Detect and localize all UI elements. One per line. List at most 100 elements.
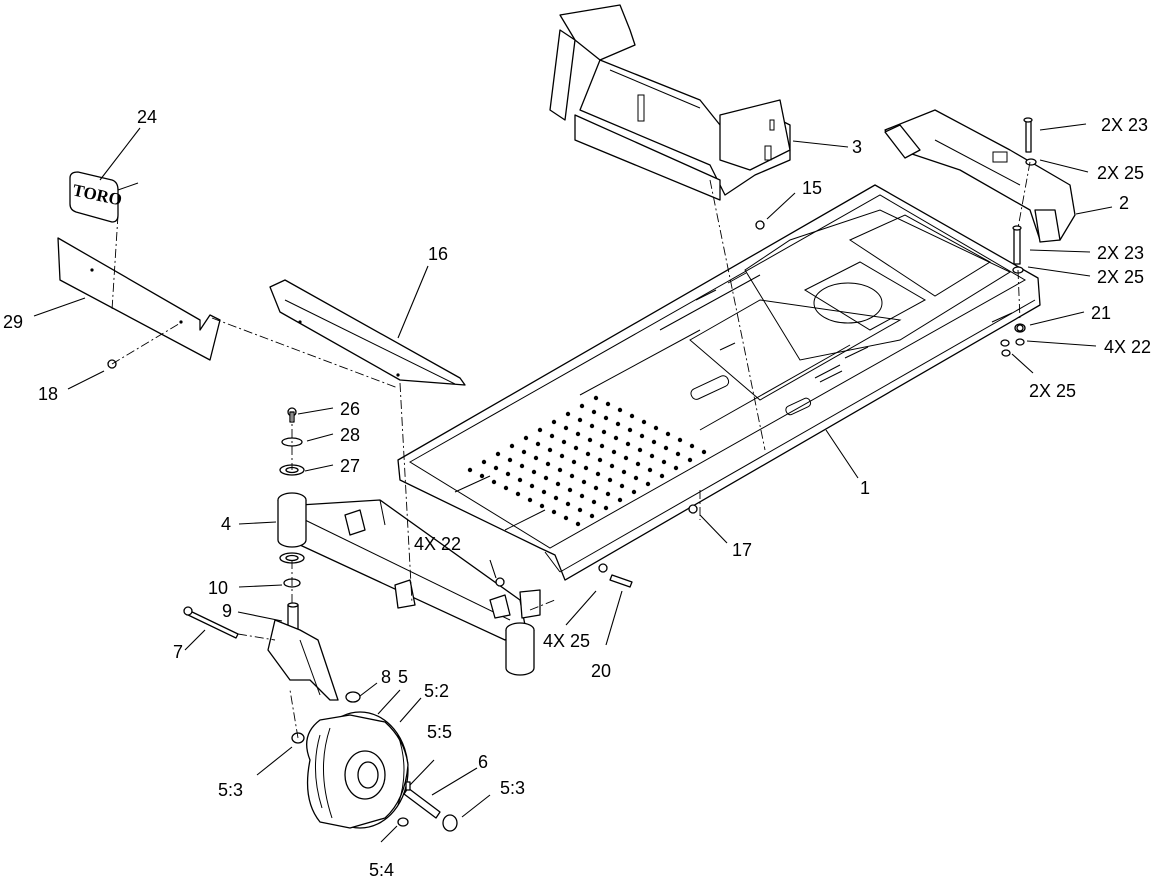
callout-5: 5 bbox=[398, 667, 408, 687]
caster-fork bbox=[183, 602, 361, 703]
floor-hole bbox=[585, 451, 591, 457]
floor-hole bbox=[631, 489, 637, 495]
floor-hole bbox=[533, 455, 539, 461]
floor-hole bbox=[627, 427, 633, 433]
floor-hole bbox=[565, 411, 571, 417]
callout-21: 21 bbox=[1091, 303, 1111, 323]
callout-2: 2 bbox=[1119, 193, 1129, 213]
callout-9: 9 bbox=[222, 601, 232, 621]
floor-hole bbox=[543, 475, 549, 481]
floor-hole bbox=[563, 425, 569, 431]
floor-hole bbox=[565, 501, 571, 507]
floor-hole bbox=[577, 507, 583, 513]
floor-hole bbox=[595, 471, 601, 477]
callout-7: 7 bbox=[173, 642, 183, 662]
floor-hole bbox=[531, 469, 537, 475]
floor-hole bbox=[495, 451, 501, 457]
callout-4x22-right: 4X 22 bbox=[1104, 337, 1151, 357]
floor-hole bbox=[701, 449, 707, 455]
floor-hole bbox=[573, 445, 579, 451]
callout-5-4: 5:4 bbox=[369, 860, 394, 880]
floor-hole bbox=[579, 493, 585, 499]
floor-hole bbox=[549, 433, 555, 439]
callout-29: 29 bbox=[3, 312, 23, 332]
floor-hole bbox=[629, 413, 635, 419]
rear-bumper bbox=[884, 109, 1076, 243]
floor-hole bbox=[673, 465, 679, 471]
caster-wheel bbox=[291, 711, 458, 832]
floor-hole bbox=[491, 479, 497, 485]
callout-4x22-left: 4X 22 bbox=[414, 534, 461, 554]
floor-hole bbox=[687, 457, 693, 463]
floor-hole bbox=[541, 489, 547, 495]
floor-hole bbox=[569, 473, 575, 479]
floor-hole bbox=[559, 453, 565, 459]
floor-hole bbox=[591, 499, 597, 505]
floor-hole bbox=[551, 419, 557, 425]
floor-hole bbox=[561, 439, 567, 445]
front-axle bbox=[277, 492, 541, 676]
callout-28: 28 bbox=[340, 425, 360, 445]
callout-2x25-mid: 2X 25 bbox=[1097, 267, 1144, 287]
floor-hole bbox=[633, 475, 639, 481]
floor-hole bbox=[689, 443, 695, 449]
floor-hole bbox=[591, 409, 597, 415]
floor-hole bbox=[665, 431, 671, 437]
callout-4x25: 4X 25 bbox=[543, 631, 590, 651]
floor-hole bbox=[609, 463, 615, 469]
callout-16: 16 bbox=[428, 244, 448, 264]
floor-hole bbox=[603, 505, 609, 511]
floor-hole bbox=[535, 441, 541, 447]
floor-hole bbox=[509, 443, 515, 449]
floor-hole bbox=[593, 485, 599, 491]
callout-2x25-top: 2X 25 bbox=[1097, 163, 1144, 183]
floor-hole bbox=[625, 441, 631, 447]
callout-3: 3 bbox=[852, 137, 862, 157]
callout-4: 4 bbox=[221, 514, 231, 534]
callout-18: 18 bbox=[38, 384, 58, 404]
callout-20: 20 bbox=[591, 661, 611, 681]
floor-hole bbox=[663, 445, 669, 451]
floor-hole bbox=[563, 515, 569, 521]
floor-hole bbox=[467, 467, 473, 473]
floor-hole bbox=[503, 485, 509, 491]
floor-hole bbox=[567, 487, 573, 493]
floor-hole bbox=[617, 407, 623, 413]
floor-hole bbox=[577, 417, 583, 423]
floor-hole bbox=[521, 449, 527, 455]
callout-8: 8 bbox=[381, 667, 391, 687]
floor-hole bbox=[505, 471, 511, 477]
floor-hole bbox=[581, 479, 587, 485]
callout-27: 27 bbox=[340, 456, 360, 476]
floor-hole bbox=[623, 455, 629, 461]
floor-hole bbox=[601, 429, 607, 435]
floor-hole bbox=[575, 521, 581, 527]
callout-26: 26 bbox=[340, 399, 360, 419]
floor-hole bbox=[599, 443, 605, 449]
floor-hole bbox=[479, 473, 485, 479]
callout-5-3-right: 5:3 bbox=[500, 778, 525, 798]
floor-hole bbox=[613, 435, 619, 441]
floor-hole bbox=[553, 495, 559, 501]
floor-hole bbox=[635, 461, 641, 467]
floor-hole bbox=[587, 437, 593, 443]
floor-hole bbox=[557, 467, 563, 473]
floor-hole bbox=[571, 459, 577, 465]
floor-hole bbox=[579, 403, 585, 409]
floor-hole bbox=[583, 465, 589, 471]
floor-hole bbox=[615, 421, 621, 427]
callout-5-5: 5:5 bbox=[427, 722, 452, 742]
callout-10: 10 bbox=[208, 578, 228, 598]
floor-perforations bbox=[467, 395, 707, 527]
floor-hole bbox=[527, 497, 533, 503]
floor-hole bbox=[481, 459, 487, 465]
leader-lines bbox=[33, 123, 1113, 843]
floor-hole bbox=[529, 483, 535, 489]
floor-hole bbox=[545, 461, 551, 467]
floor-hole bbox=[593, 395, 599, 401]
callout-labels: 24 29 18 16 3 15 2X 23 2X 25 2 2X 23 2X … bbox=[3, 107, 1151, 880]
callout-17: 17 bbox=[732, 540, 752, 560]
floor-hole bbox=[637, 447, 643, 453]
floor-hole bbox=[537, 427, 543, 433]
